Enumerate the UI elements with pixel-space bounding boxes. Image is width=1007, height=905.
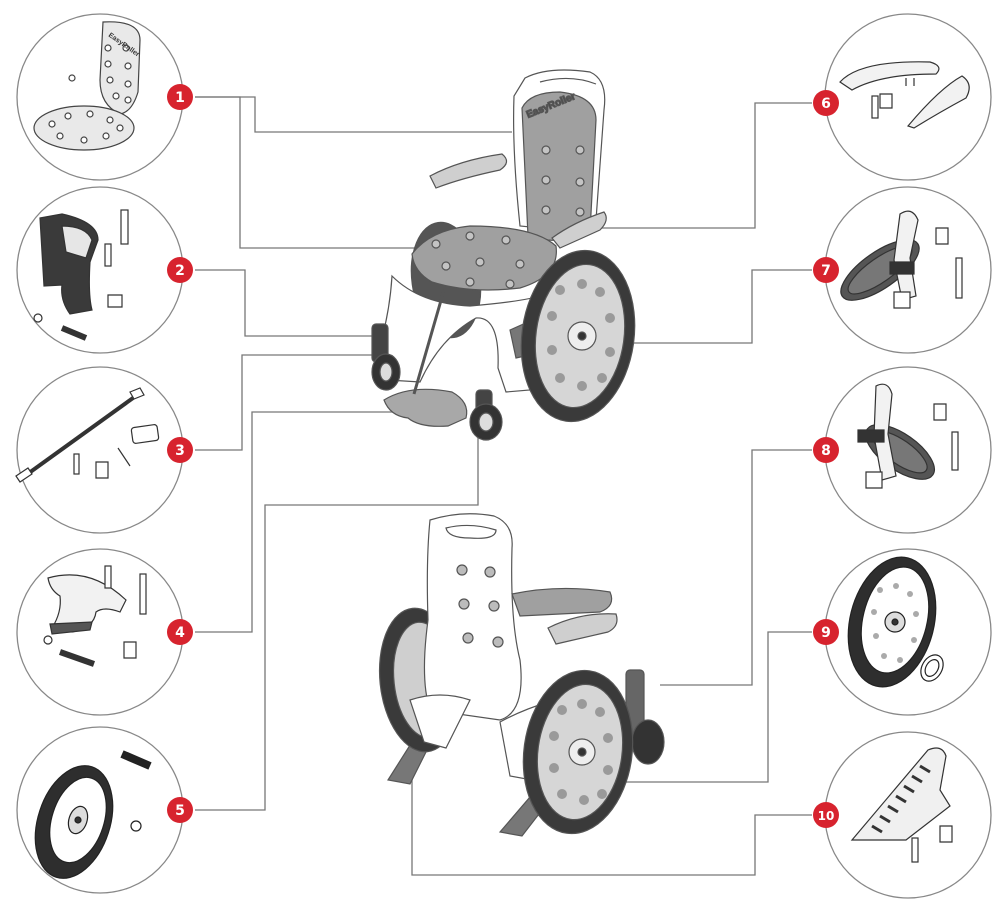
main-chair-rear-view xyxy=(378,513,665,837)
badge-9-label: 9 xyxy=(821,625,831,641)
detail-circle-4 xyxy=(16,548,184,716)
front-caster-fork-kit-icon xyxy=(33,209,129,341)
badge-6-circle xyxy=(813,90,839,116)
badge-8: 8 xyxy=(813,437,839,463)
leader-line-1a xyxy=(195,96,512,133)
detail-circle-3 xyxy=(16,366,184,534)
seat-and-backrest-pads-icon xyxy=(33,21,141,151)
leader-line-6 xyxy=(570,102,812,229)
caster-wheel-icon xyxy=(34,750,152,879)
chair-rear-wheel xyxy=(520,249,636,423)
badge-4-label: 4 xyxy=(175,625,185,641)
badge-5: 5 xyxy=(167,797,193,823)
badge-9: 9 xyxy=(813,619,839,645)
detail-circle-2 xyxy=(16,186,184,354)
badge-3: 3 xyxy=(167,437,193,463)
chair-armrest-right xyxy=(551,211,607,249)
leader-line-5 xyxy=(195,430,479,811)
badge-8-circle xyxy=(813,437,839,463)
badge-10: 10 xyxy=(813,802,839,828)
leader-line-9 xyxy=(598,631,812,783)
badge-2: 2 xyxy=(167,257,193,283)
badge-2-label: 2 xyxy=(175,263,185,279)
badge-1: 1 xyxy=(167,84,193,110)
leader-line-2 xyxy=(195,269,385,337)
main-chair-front-view: EasyRoller xyxy=(371,69,636,441)
leader-line-1b xyxy=(195,96,462,249)
badge-7: 7 xyxy=(813,257,839,283)
badge-8-label: 8 xyxy=(821,443,831,459)
leader-lines xyxy=(195,96,812,876)
leader-line-4 xyxy=(195,411,430,633)
brake-left-icon xyxy=(840,210,963,309)
badge-5-circle xyxy=(167,797,193,823)
wheel-ramp-icon xyxy=(850,747,953,863)
badge-6-label: 6 xyxy=(821,96,831,112)
badge-10-circle xyxy=(813,802,839,828)
brake-right-icon xyxy=(857,383,959,489)
detail-circle-1 xyxy=(16,13,184,181)
badge-2-circle xyxy=(167,257,193,283)
rear-view-back-shell xyxy=(423,513,522,721)
badge-1-circle xyxy=(167,84,193,110)
chair-footrest xyxy=(383,388,468,427)
rear-wheel-icon xyxy=(847,556,944,688)
badge-10-label: 10 xyxy=(818,809,835,823)
footrest-plate-kit-icon xyxy=(43,565,147,667)
badge-3-label: 3 xyxy=(175,443,185,459)
badge-5-label: 5 xyxy=(175,803,185,819)
detail-circles-right xyxy=(824,13,992,899)
leader-line-10 xyxy=(411,775,812,876)
chair-armrest-left xyxy=(429,153,508,189)
front-caster-right xyxy=(469,389,503,441)
badge-7-circle xyxy=(813,257,839,283)
seat-pad xyxy=(411,225,557,291)
badge-9-circle xyxy=(813,619,839,645)
armrests-icon xyxy=(839,61,970,129)
leader-line-8 xyxy=(660,449,812,686)
badge-3-circle xyxy=(167,437,193,463)
leader-line-7 xyxy=(540,269,812,344)
badge-4-circle xyxy=(167,619,193,645)
badge-4: 4 xyxy=(167,619,193,645)
leader-line-3 xyxy=(195,354,395,451)
badge-7-label: 7 xyxy=(821,263,831,279)
rear-view-wheel-right xyxy=(522,669,634,835)
foot-strap-rod-kit-icon xyxy=(15,387,160,483)
badge-6: 6 xyxy=(813,90,839,116)
badge-1-label: 1 xyxy=(175,90,185,106)
front-caster-left xyxy=(371,323,401,391)
